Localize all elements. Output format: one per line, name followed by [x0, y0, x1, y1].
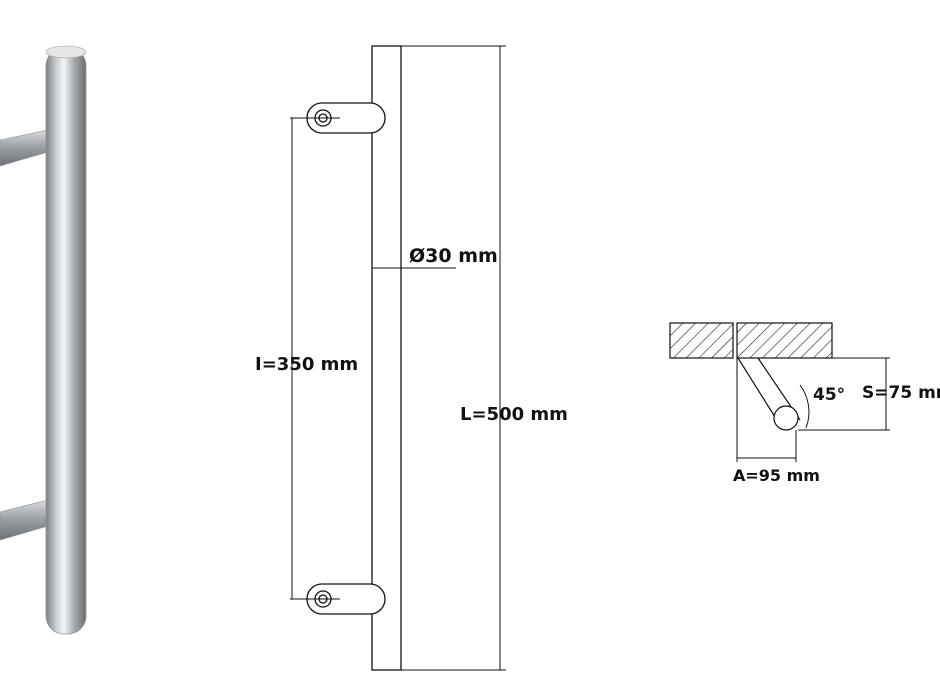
door-panel-left	[669, 322, 734, 359]
side-view-drawing	[669, 322, 890, 462]
bar-outline	[371, 45, 402, 671]
spacing-label: I=350 mm	[255, 354, 358, 375]
front-view-drawing	[290, 45, 506, 671]
bar-section	[773, 405, 799, 431]
length-label: L=500 mm	[460, 404, 568, 425]
door-panel-right	[736, 322, 833, 359]
offset-label: A=95 mm	[733, 466, 820, 485]
lower-standoff	[0, 499, 53, 541]
upper-standoff	[0, 129, 53, 167]
setback-label: S=75 mm	[862, 383, 940, 403]
angle-arc	[799, 384, 810, 429]
handle-photo	[0, 45, 87, 635]
handle-bar	[45, 47, 87, 635]
diameter-label: Ø30 mm	[409, 245, 498, 267]
angle-label: 45°	[813, 385, 845, 405]
